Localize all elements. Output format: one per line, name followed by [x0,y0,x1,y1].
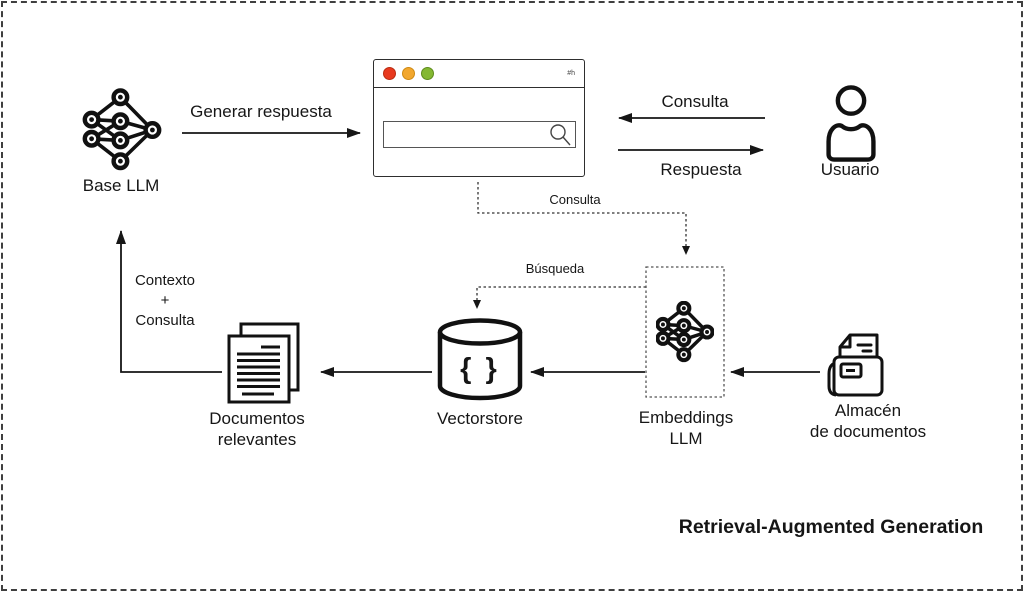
documentos-label-line2: relevantes [217,430,297,449]
documentos-label: Documentos relevantes [209,408,304,450]
respuesta-label: Respuesta [660,160,742,179]
embeddings-label-line1: Embeddings [638,408,734,427]
database-icon [437,318,523,401]
generar-respuesta-label: Generar respuesta [190,102,332,121]
almacen-label-line2: de documentos [809,422,927,441]
dotted-arrow-busqueda-to-vectorstore [473,286,646,309]
maximize-window-icon [421,67,434,80]
neural-network-icon [82,88,162,171]
minimize-window-icon [402,67,415,80]
document-store-icon [827,333,884,397]
base-llm-label: Base LLM [82,176,160,195]
browser-window: #h [373,59,585,177]
almacen-label-line1: Almacén [834,401,902,420]
vectorstore-label: Vectorstore [437,409,523,428]
user-icon [826,85,876,162]
almacen-label: Almacén de documentos [810,400,926,442]
embeddings-label: Embeddings LLM [639,407,734,449]
embeddings-label-line2: LLM [669,429,703,448]
documents-icon [227,322,300,404]
embeddings-neural-network-icon [656,301,714,363]
diagram-title: Retrieval-Augmented Generation [678,516,984,538]
search-icon [550,123,571,145]
close-window-icon [383,67,396,80]
contexto-line2: + [160,292,170,309]
consulta-embeddings-label: Consulta [549,192,601,207]
contexto-line1: Contexto [134,272,196,289]
search-input [383,121,576,148]
busqueda-label: Búsqueda [525,261,585,276]
consulta-usuario-label: Consulta [661,92,729,111]
contexto-consulta-label: Contexto + Consulta [135,271,195,331]
contexto-line3: Consulta [135,312,195,329]
browser-title-bar: #h [374,60,584,88]
vectorstore-braces-glyph: { } [460,353,500,385]
browser-corner-glyph: #h [567,70,575,77]
documentos-label-line1: Documentos [209,409,305,428]
usuario-label: Usuario [820,160,880,179]
